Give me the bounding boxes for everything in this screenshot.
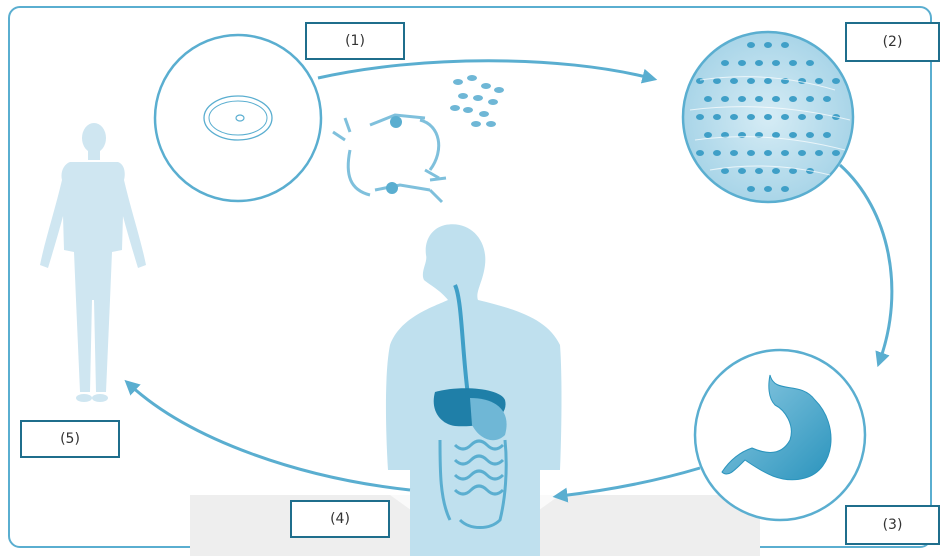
tissue-nucleus xyxy=(704,132,712,138)
tissue-nucleus xyxy=(815,78,823,84)
tissue-nucleus xyxy=(764,150,772,156)
tissue-nucleus xyxy=(747,42,755,48)
label-step-2: (2) xyxy=(845,22,940,62)
tissue-nucleus xyxy=(755,168,763,174)
tissue-nucleus xyxy=(772,96,780,102)
tissue-nucleus xyxy=(764,186,772,192)
tissue-nucleus xyxy=(806,60,814,66)
label-step-4: (4) xyxy=(290,500,390,538)
tissue-nucleus xyxy=(713,150,721,156)
tissue-nucleus xyxy=(721,60,729,66)
arrow-2-to-3 xyxy=(840,165,892,360)
tissue-nucleus xyxy=(747,150,755,156)
cell-circle xyxy=(155,35,321,201)
tissue-nucleus xyxy=(772,60,780,66)
tissue-nucleus xyxy=(798,114,806,120)
tissue-nucleus xyxy=(730,114,738,120)
tissue-nucleus xyxy=(806,96,814,102)
tissue-nucleus xyxy=(772,168,780,174)
tissue-nucleus xyxy=(747,78,755,84)
nerve-cells-illustration xyxy=(333,115,446,202)
tissue-nucleus xyxy=(832,150,840,156)
tissue-nucleus xyxy=(781,186,789,192)
tissue-nucleus xyxy=(764,114,772,120)
tissue-nucleus xyxy=(696,150,704,156)
tissue-nucleus xyxy=(755,96,763,102)
label-step-3: (3) xyxy=(845,505,940,545)
tissue-nucleus xyxy=(781,114,789,120)
tissue-nucleus xyxy=(738,168,746,174)
arrow-1-to-2 xyxy=(318,61,650,78)
tissue-nucleus xyxy=(730,78,738,84)
tissue-nucleus xyxy=(696,78,704,84)
tissue-nucleus xyxy=(696,114,704,120)
tissue-nucleus xyxy=(747,114,755,120)
tissue-nucleus xyxy=(806,132,814,138)
tissue-nucleus xyxy=(832,78,840,84)
arrow-4-to-5 xyxy=(130,385,410,490)
tissue-nucleus xyxy=(781,42,789,48)
tissue-nucleus xyxy=(789,96,797,102)
label-step-1: (1) xyxy=(305,22,405,60)
tissue-circle xyxy=(683,32,853,202)
blood-cells-illustration xyxy=(450,75,504,127)
tissue-nucleus xyxy=(815,114,823,120)
tissue-nucleus xyxy=(713,114,721,120)
tissue-nucleus xyxy=(823,96,831,102)
tissue-nucleus xyxy=(772,132,780,138)
tissue-nucleus xyxy=(789,60,797,66)
tissue-nucleus xyxy=(738,96,746,102)
tissue-nucleus xyxy=(738,60,746,66)
stomach-circle xyxy=(695,350,865,520)
tissue-nucleus xyxy=(721,168,729,174)
tissue-nucleus xyxy=(764,42,772,48)
tissue-nucleus xyxy=(730,150,738,156)
tissue-nucleus xyxy=(747,186,755,192)
arrow-3-to-4 xyxy=(560,468,700,496)
human-body-figure xyxy=(40,123,146,402)
tissue-nucleus xyxy=(789,132,797,138)
label-step-5: (5) xyxy=(20,420,120,458)
tissue-nucleus xyxy=(713,78,721,84)
tissue-nucleus xyxy=(721,96,729,102)
tissue-nucleus xyxy=(823,132,831,138)
tissue-nucleus xyxy=(755,60,763,66)
tissue-nucleus xyxy=(781,150,789,156)
digestive-system-figure xyxy=(386,224,562,556)
tissue-nucleus xyxy=(815,150,823,156)
tissue-nucleus xyxy=(764,78,772,84)
tissue-nucleus xyxy=(704,96,712,102)
tissue-nucleus xyxy=(798,150,806,156)
